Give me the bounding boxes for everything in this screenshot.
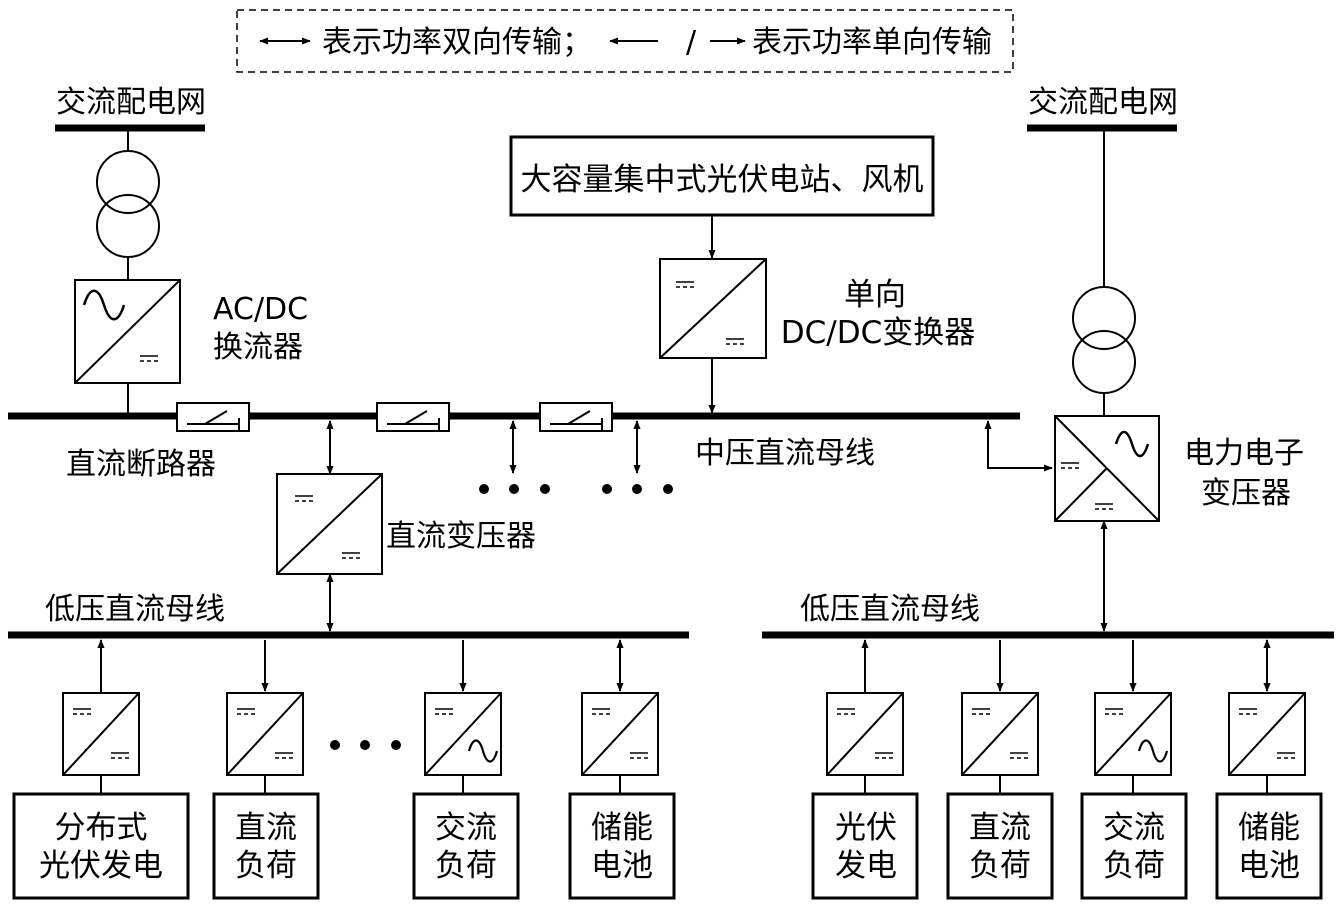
ellipsis-dot bbox=[540, 484, 550, 494]
dcac-inverter bbox=[1095, 693, 1171, 775]
ellipsis-dot bbox=[663, 484, 673, 494]
ac-sine-icon bbox=[82, 289, 126, 321]
power-electronic-transformer bbox=[1054, 415, 1160, 522]
load-label: 分布式 bbox=[55, 810, 148, 846]
load-label: 电池 bbox=[591, 848, 653, 884]
right-grid-label: 交流配电网 bbox=[1028, 85, 1178, 120]
transformer-coil-icon bbox=[1072, 330, 1136, 394]
right-load-branches: 光伏 发电 直流 负荷 交流 负荷 储能 电池 bbox=[811, 639, 1323, 900]
dc-breaker-icon bbox=[539, 402, 613, 432]
dcdc-uni-label-line2: DC/DC变换器 bbox=[781, 315, 975, 351]
load-label: 负荷 bbox=[969, 848, 1031, 884]
dcdc-converter bbox=[962, 693, 1038, 775]
ac-sine-icon bbox=[1114, 430, 1150, 458]
pv-station-box bbox=[509, 135, 935, 217]
legend-bidirectional-text: 表示功率双向传输； bbox=[322, 25, 592, 60]
lv-bus-right-label: 低压直流母线 bbox=[800, 592, 980, 627]
bus-taps bbox=[479, 420, 673, 494]
load-box bbox=[568, 792, 676, 900]
load-label: 储能 bbox=[591, 810, 653, 846]
dc-breaker-label: 直流断路器 bbox=[66, 447, 216, 482]
dc-breaker-icon bbox=[376, 402, 450, 432]
ellipsis-dot bbox=[391, 740, 401, 750]
load-label: 发电 bbox=[835, 848, 897, 884]
ellipsis-dot bbox=[509, 484, 519, 494]
ellipsis-dot bbox=[602, 484, 612, 494]
dc-transformer-label: 直流变压器 bbox=[386, 519, 536, 554]
legend-unidirectional-text: 表示功率单向传输 bbox=[752, 25, 992, 60]
acdc-label-line2: 换流器 bbox=[213, 330, 303, 365]
pet-label-line2: 变压器 bbox=[1201, 476, 1291, 511]
load-label: 负荷 bbox=[235, 848, 297, 884]
transformer-coil-icon bbox=[96, 194, 160, 258]
unidirectional-dcdc-converter bbox=[659, 258, 767, 359]
mv-dc-bus: 直流断路器 中压直流母线 bbox=[8, 402, 1020, 482]
load-box bbox=[12, 792, 190, 900]
left-grid-label: 交流配电网 bbox=[56, 85, 206, 120]
lv-bus-left-label: 低压直流母线 bbox=[45, 592, 225, 627]
transformer-coil-icon bbox=[96, 150, 160, 214]
left-ac-grid: 交流配电网 AC/DC 换流器 bbox=[55, 85, 308, 416]
load-box bbox=[212, 792, 320, 900]
load-label: 光伏发电 bbox=[39, 848, 163, 884]
dcdc-converter bbox=[63, 693, 139, 775]
dc-transformer: 直流变压器 bbox=[276, 420, 536, 632]
load-box bbox=[811, 792, 919, 900]
ellipsis-dot bbox=[360, 740, 370, 750]
right-ac-grid: 交流配电网 电力电子 变压器 bbox=[984, 85, 1304, 632]
legend-border bbox=[236, 9, 1014, 73]
load-label: 负荷 bbox=[435, 848, 497, 884]
ellipsis-dot bbox=[632, 484, 642, 494]
load-label: 直流 bbox=[235, 810, 297, 846]
load-label: 交流 bbox=[1103, 810, 1165, 846]
ellipsis-dot bbox=[330, 740, 340, 750]
legend: 表示功率双向传输； / 表示功率单向传输 bbox=[236, 9, 1014, 73]
lv-dc-buses: 低压直流母线 低压直流母线 bbox=[8, 592, 1334, 639]
acdc-label-line1: AC/DC bbox=[213, 292, 308, 327]
load-box bbox=[946, 792, 1054, 900]
pet-label-line1: 电力电子 bbox=[1184, 436, 1304, 471]
load-box bbox=[412, 792, 520, 900]
transformer-coil-icon bbox=[1072, 286, 1136, 350]
dc-breaker-icon bbox=[176, 402, 250, 432]
dcdc-converter bbox=[1229, 693, 1305, 775]
dcdc-converter bbox=[827, 693, 903, 775]
pv-station-label: 大容量集中式光伏电站、风机 bbox=[521, 162, 924, 198]
load-label: 交流 bbox=[435, 810, 497, 846]
dcdc-uni-label-line1: 单向 bbox=[844, 277, 906, 313]
dcdc-converter bbox=[227, 693, 303, 775]
mv-bus-label: 中压直流母线 bbox=[695, 436, 875, 471]
load-label: 电池 bbox=[1238, 848, 1300, 884]
load-box bbox=[1215, 792, 1323, 900]
load-label: 直流 bbox=[969, 810, 1031, 846]
pv-station: 大容量集中式光伏电站、风机 单向 DC/DC变换器 bbox=[509, 135, 975, 414]
acdc-converter bbox=[74, 279, 181, 384]
legend-separator: / bbox=[686, 25, 697, 60]
load-label: 储能 bbox=[1238, 810, 1300, 846]
dcdc-converter bbox=[582, 693, 658, 775]
load-label: 负荷 bbox=[1103, 848, 1165, 884]
ellipsis-dot bbox=[479, 484, 489, 494]
dcac-inverter bbox=[425, 693, 501, 775]
load-label: 光伏 bbox=[835, 810, 897, 846]
load-box bbox=[1080, 792, 1188, 900]
left-load-branches: 分布式 光伏发电 直流 负荷 交流 负荷 储能 电池 bbox=[12, 639, 676, 900]
